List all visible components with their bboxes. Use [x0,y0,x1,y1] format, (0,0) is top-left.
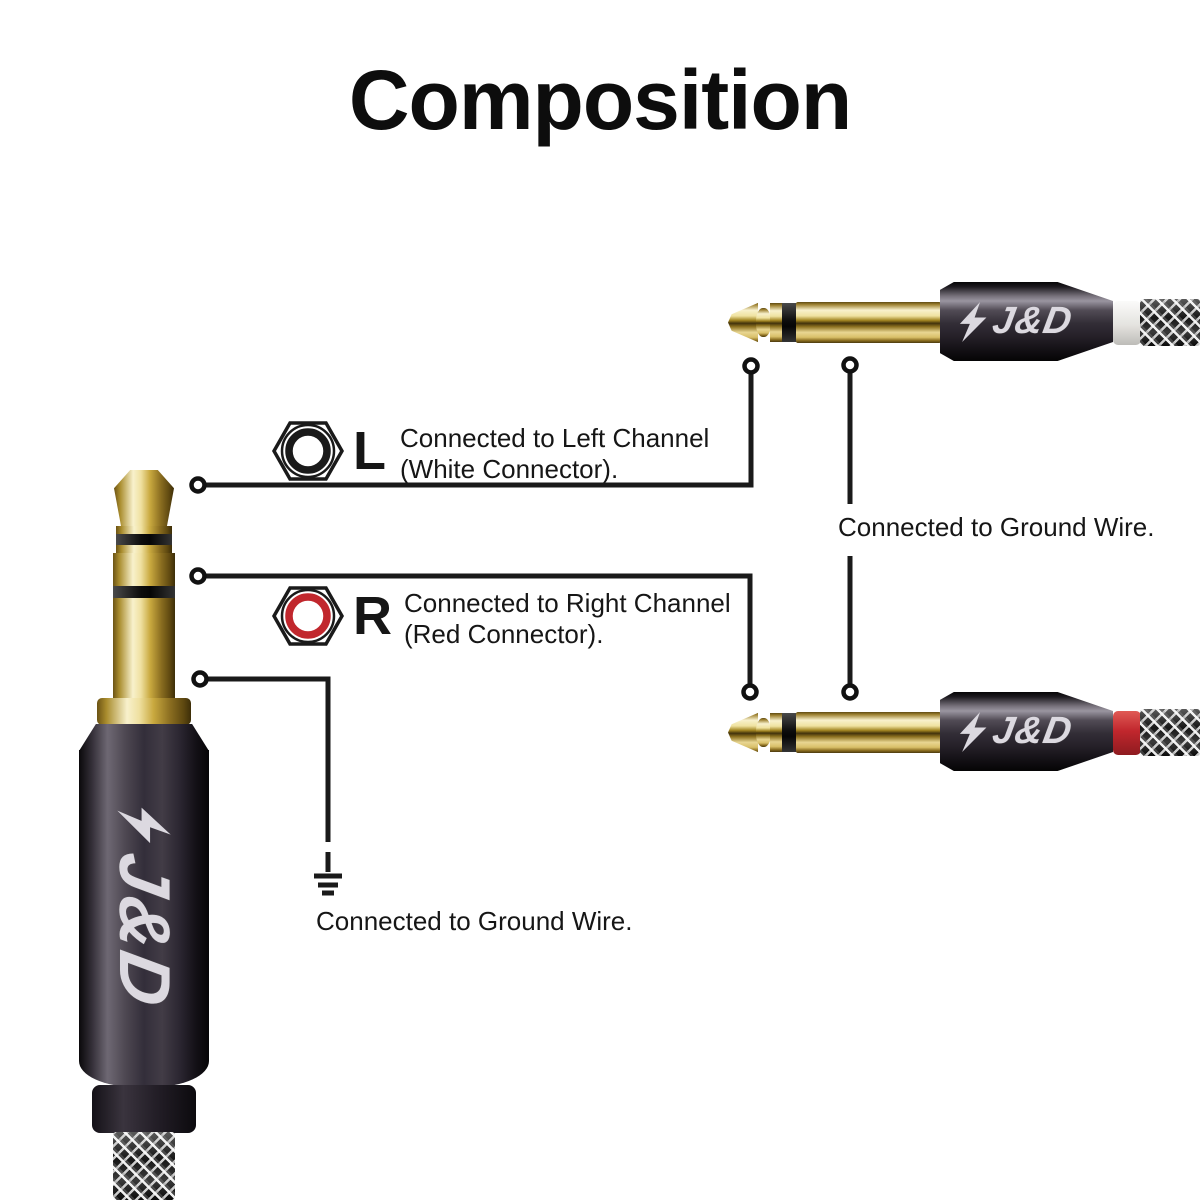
page-title: Composition [348,53,852,147]
ground-wire-label-left: Connected to Ground Wire. [316,906,633,936]
terminal-dot [841,356,859,374]
strain-relief-collar [92,1085,196,1133]
plug-insulator-ring [116,534,172,546]
plug-insulator-ring [113,586,175,598]
right-channel-callout-line [205,573,753,684]
plug-gold-ring [770,303,783,342]
brand-logo: J&D [933,282,1099,361]
terminal-dot [742,357,760,375]
braided-cable [1140,709,1200,756]
lightning-bolt-icon [959,301,987,342]
left-channel-line2: (White Connector). [400,454,619,484]
plug-tip-dome [114,470,174,527]
quarter-inch-plug-white: J&D [728,282,1200,361]
terminal-dot [189,476,207,494]
plug-insulator-ring [782,713,797,752]
plug-gold-ring [770,713,783,752]
right-channel-letter: R [353,586,392,646]
right-channel-line1: Connected to Right Channel [404,588,731,618]
lightning-bolt-icon [959,711,987,752]
jack-nut-icon-red [272,586,344,646]
plug-gold-collar [97,698,191,725]
ground-symbol [314,873,342,896]
terminal-dot [189,567,207,585]
quarter-inch-plug-red: J&D [728,692,1200,771]
terminal-dot [191,670,209,688]
left-channel-callout-line [205,374,754,488]
ground-wire-label-right: Connected to Ground Wire. [838,512,1155,542]
plug-shaft [796,712,941,753]
left-channel-line1: Connected to Left Channel [400,423,710,453]
plug-shaft [796,302,941,343]
white-connector-boot [1113,301,1141,345]
left-channel-letter: L [353,421,386,481]
lightning-bolt-icon [117,808,171,844]
ground-line-left [208,676,331,842]
plug-gold-ridge [116,545,172,553]
terminal-dot [741,683,759,701]
right-channel-description: Connected to Right Channel (Red Connecto… [404,588,731,650]
right-channel-line2: (Red Connector). [404,619,604,649]
braided-cable [1140,299,1200,346]
plug-barrel-shoulder [79,724,209,751]
plug-tip-groove [756,308,771,337]
red-connector-boot [1113,711,1141,755]
plug-shaft [113,553,175,699]
jack-nut-icon-white [272,421,344,481]
terminal-dot [841,683,859,701]
plug-tip-ridge [116,526,172,535]
aux-plug-3-5mm: J&D [79,470,209,1200]
plug-insulator-ring [782,303,797,342]
plug-barrel: J&D [79,750,209,1087]
plug-tip-groove [756,718,771,747]
brand-logo: J&D [104,776,184,1040]
braided-cable [113,1132,175,1200]
left-channel-description: Connected to Left Channel (White Connect… [400,423,709,485]
brand-logo: J&D [933,692,1099,771]
